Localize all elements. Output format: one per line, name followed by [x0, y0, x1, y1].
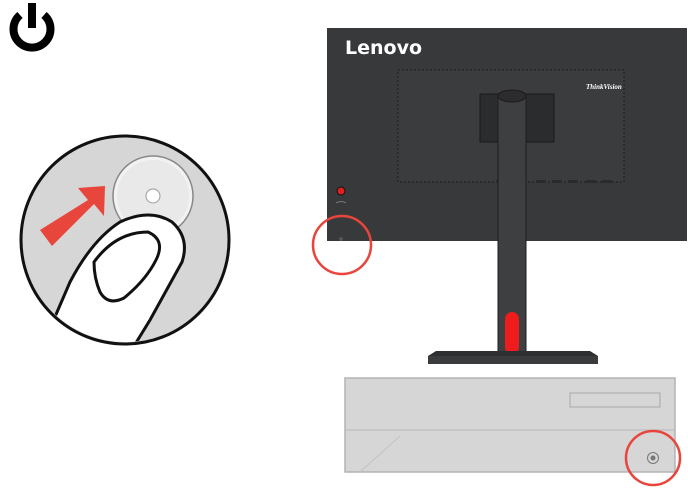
- monitor: Lenovo ThinkVision: [327, 28, 687, 364]
- desktop-power-callout: [624, 429, 682, 487]
- power-led: [336, 186, 346, 196]
- power-symbol-icon: [9, 3, 55, 52]
- zoom-callout: [19, 134, 231, 346]
- monitor-stand-base: [428, 356, 598, 364]
- desktop-computer: [344, 377, 676, 473]
- monitor-power-callout: [311, 214, 373, 276]
- stand-accent: [505, 312, 519, 354]
- press-arrow-icon: [40, 186, 105, 246]
- power-button-icon: [647, 452, 659, 464]
- monitor-brand-logo: Lenovo: [345, 37, 422, 59]
- optical-drive-slot: [569, 392, 661, 408]
- monitor-series-label: ThinkVision: [586, 83, 622, 91]
